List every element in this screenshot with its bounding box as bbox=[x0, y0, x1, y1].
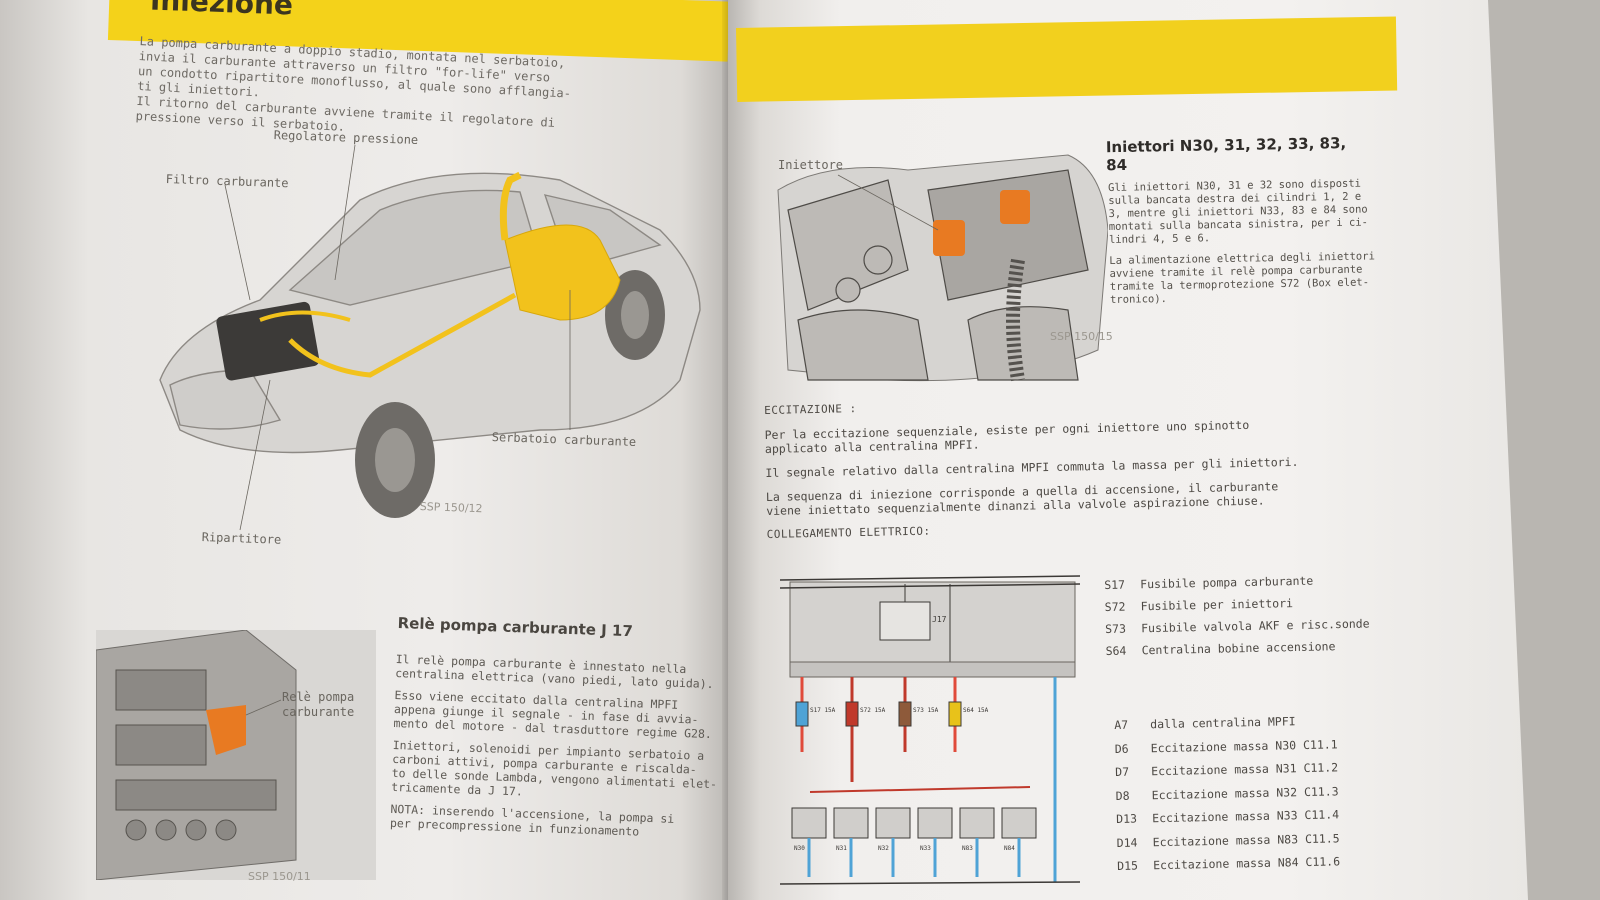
relay-paragraph: Esso viene eccitato dalla centralina MPF… bbox=[393, 687, 713, 742]
injector-title: Iniettori N30, 31, 32, 33, 83, 84 bbox=[1105, 134, 1347, 175]
car-fuel-system-illustration bbox=[159, 144, 701, 531]
relay-paragraph: NOTA: inserendo l'accensione, la pompa s… bbox=[389, 801, 675, 839]
injector-ref: N32 bbox=[878, 845, 889, 852]
fuse-label: S64 15A bbox=[963, 707, 989, 714]
injector-illustration bbox=[777, 154, 1108, 382]
label-ripartitore: Ripartitore bbox=[201, 530, 282, 547]
injector-paragraph: Gli iniettori N30, 31 e 32 sono disposti… bbox=[1108, 177, 1369, 246]
label-ssp-car: SSP 150/12 bbox=[419, 500, 483, 516]
injector-ref: N30 bbox=[794, 845, 805, 852]
relay-paragraph: Iniettori, solenoidi per impianto serbat… bbox=[391, 737, 718, 799]
body-paragraph: Il segnale relativo dalla centralina MPF… bbox=[765, 454, 1299, 480]
right-body-text: ECCITAZIONE : Per la eccitazione sequenz… bbox=[764, 391, 1367, 552]
injector-boxes bbox=[791, 807, 1037, 839]
relay-highlight bbox=[206, 705, 246, 755]
relay-j17-box bbox=[879, 601, 931, 641]
fuse-s72 bbox=[845, 701, 859, 727]
collegamento-heading: COLLEGAMENTO ELETTRICO: bbox=[766, 524, 931, 541]
relay-location-illustration bbox=[96, 630, 376, 880]
injector-ref: N83 bbox=[962, 845, 973, 852]
relay-paragraph: Il relè pompa carburante è innestato nel… bbox=[395, 652, 714, 692]
injector-ref: N33 bbox=[920, 845, 931, 852]
relay-section-title: Relè pompa carburante J 17 bbox=[397, 614, 634, 641]
relay-section-text: Il relè pompa carburante è innestato nel… bbox=[390, 652, 726, 849]
injector-highlight-1 bbox=[933, 220, 965, 256]
fuse-label: S72 15A bbox=[860, 707, 886, 714]
label-rele-pompa: Relè pompa carburante bbox=[282, 690, 355, 719]
fuse-s73 bbox=[898, 701, 912, 727]
fuse-s17 bbox=[795, 701, 809, 727]
fuel-tank bbox=[504, 224, 621, 321]
body-paragraph: Per la eccitazione sequenziale, esiste p… bbox=[764, 417, 1250, 456]
fuse-label: S17 15A bbox=[810, 707, 836, 714]
engine-block bbox=[216, 301, 320, 381]
injector-ref: N31 bbox=[836, 845, 847, 852]
fuel-line bbox=[288, 292, 517, 378]
wiring-diagram: J17 S17 15A S72 15A S73 15A S64 15A bbox=[779, 575, 1081, 885]
injector-paragraph: La alimentazione elettrica degli inietto… bbox=[1109, 250, 1375, 306]
fuse-s64 bbox=[948, 701, 962, 727]
label-ssp-relay: SSP 150/11 bbox=[248, 870, 311, 883]
fuse-label: S73 15A bbox=[913, 707, 939, 714]
header-band-right bbox=[736, 16, 1398, 102]
injector-text: Gli iniettori N30, 31 e 32 sono disposti… bbox=[1108, 177, 1400, 315]
eccitazione-heading: ECCITAZIONE : bbox=[764, 402, 857, 417]
label-ssp-inj: SSP 150/15 bbox=[1050, 330, 1113, 343]
injector-ref: N84 bbox=[1004, 845, 1015, 852]
label-iniettore: Iniettore bbox=[778, 158, 844, 172]
injector-highlight-2 bbox=[1000, 190, 1030, 224]
right-page: Iniettore SSP 150/15 Iniettori N30, 31, … bbox=[728, 0, 1528, 900]
relay-j17-label: J17 bbox=[932, 615, 947, 624]
body-paragraph: La sequenza di iniezione corrisponde a q… bbox=[765, 479, 1279, 518]
left-page: Iniezione La pompa carburante a doppio s… bbox=[0, 0, 740, 900]
